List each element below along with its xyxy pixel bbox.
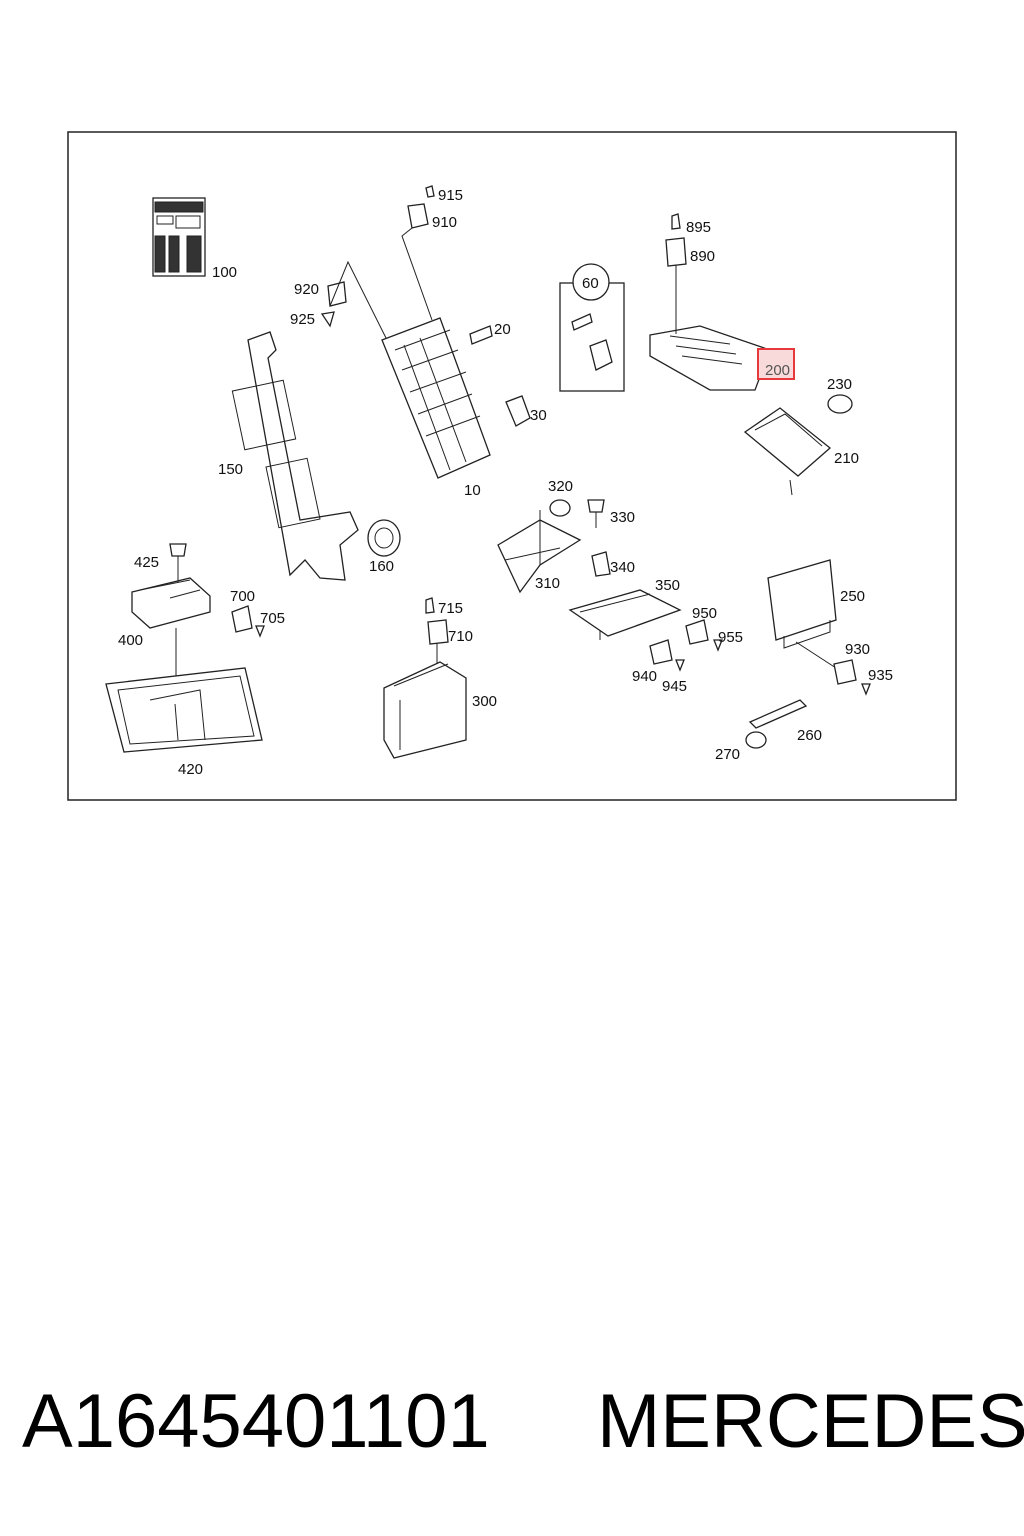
callout-30: 30 <box>530 407 547 424</box>
part-950-connector <box>685 619 723 652</box>
callout-340: 340 <box>610 559 635 576</box>
part-210-tray <box>743 407 832 496</box>
part-710-connector <box>425 597 449 645</box>
callout-310: 310 <box>535 575 560 592</box>
callout-330: 330 <box>610 509 635 526</box>
caption: A1645401101 MERCEDES <box>22 1372 1024 1472</box>
part-160-grommet <box>367 519 401 557</box>
part-60-group <box>559 263 625 392</box>
part-100-label-sheet <box>152 197 206 277</box>
parts-diagram: 915 910 100 920 925 20 60 895 890 200 23… <box>67 131 957 801</box>
callout-160: 160 <box>369 558 394 575</box>
callout-230: 230 <box>827 376 852 393</box>
part-940-connector <box>649 639 685 672</box>
part-340-clip <box>591 551 611 577</box>
part-420-tray <box>105 667 263 753</box>
callout-300: 300 <box>472 693 497 710</box>
highlight-box-200 <box>757 348 795 380</box>
part-320-nut <box>549 499 571 517</box>
part-310-bracket <box>497 510 582 594</box>
part-260-strap <box>748 699 808 729</box>
callout-100: 100 <box>212 264 237 281</box>
callout-910: 910 <box>432 214 457 231</box>
callout-270: 270 <box>715 746 740 763</box>
part-20-relay-clip <box>469 325 493 345</box>
diagram-frame <box>67 131 957 801</box>
callout-20: 20 <box>494 321 511 338</box>
callout-60: 60 <box>582 275 599 292</box>
callout-250: 250 <box>840 588 865 605</box>
part-930-connector <box>833 659 871 696</box>
callout-350: 350 <box>655 577 680 594</box>
part-10-fuse-box <box>381 317 491 479</box>
callout-425: 425 <box>134 554 159 571</box>
part-230-nut <box>827 394 853 414</box>
part-number: A1645401101 <box>22 1379 490 1464</box>
part-270-grommet <box>745 731 767 749</box>
callout-210: 210 <box>834 450 859 467</box>
callout-895: 895 <box>686 219 711 236</box>
callout-705: 705 <box>260 610 285 627</box>
callout-200: 200 <box>765 362 790 379</box>
part-350-module <box>568 589 682 640</box>
callout-320: 320 <box>548 478 573 495</box>
callout-715: 715 <box>438 600 463 617</box>
callout-945: 945 <box>662 678 687 695</box>
callout-890: 890 <box>690 248 715 265</box>
callout-955: 955 <box>718 629 743 646</box>
callout-935: 935 <box>868 667 893 684</box>
part-30-relay <box>505 395 531 427</box>
leader-920 <box>329 260 387 339</box>
part-250-module <box>767 559 837 669</box>
callout-420: 420 <box>178 761 203 778</box>
callout-700: 700 <box>230 588 255 605</box>
part-920-connector <box>320 281 347 328</box>
part-910-connector <box>407 185 435 229</box>
callout-150: 150 <box>218 461 243 478</box>
callout-920: 920 <box>294 281 319 298</box>
part-200-control-module <box>649 262 771 391</box>
callout-400: 400 <box>118 632 143 649</box>
callout-915: 915 <box>438 187 463 204</box>
callout-930: 930 <box>845 641 870 658</box>
part-150-bracket <box>231 331 359 581</box>
brand-name: MERCEDES <box>597 1379 1024 1464</box>
part-330-bolt <box>587 499 605 528</box>
callout-710: 710 <box>448 628 473 645</box>
part-425-bolt <box>169 543 187 582</box>
callout-260: 260 <box>797 727 822 744</box>
callout-10: 10 <box>464 482 481 499</box>
part-890-connector <box>665 213 687 267</box>
callout-925: 925 <box>290 311 315 328</box>
callout-950: 950 <box>692 605 717 622</box>
leader-910 <box>401 227 433 321</box>
part-300-module <box>383 640 467 759</box>
part-700-connector <box>231 605 265 638</box>
callout-940: 940 <box>632 668 657 685</box>
